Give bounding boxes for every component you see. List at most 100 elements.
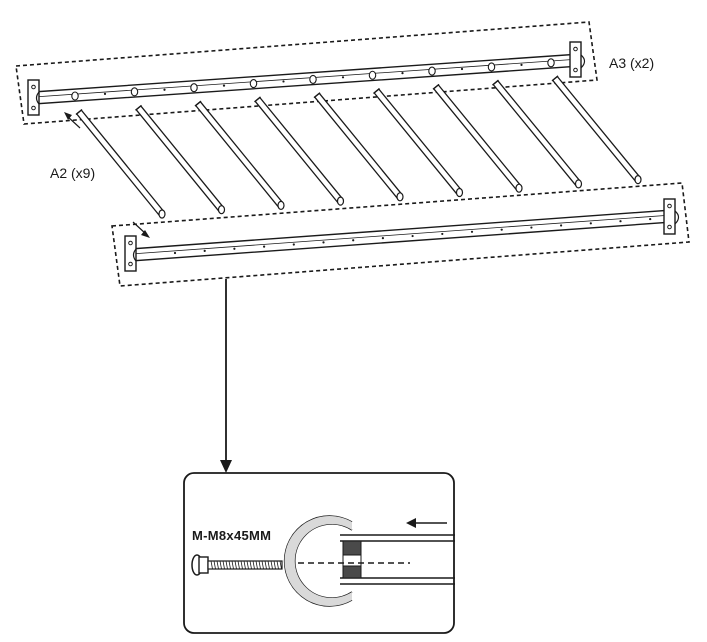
rung: [432, 83, 523, 193]
rung: [551, 75, 642, 185]
rung: [75, 109, 166, 219]
bolt-icon: [191, 554, 283, 576]
top-rail-dot: [520, 63, 523, 66]
top-rail-dot: [282, 80, 285, 83]
bottom-rail-dashed-outline: [111, 182, 690, 287]
bolt-thread: [273, 560, 276, 570]
rung-top-end: [194, 100, 202, 107]
bolt-thread: [258, 560, 261, 570]
top-rail-dot: [460, 67, 464, 71]
rung-bottom-end: [158, 209, 166, 219]
rung-top-end: [75, 109, 83, 115]
top-rail-hole: [190, 83, 198, 93]
top-rail-dot: [222, 84, 226, 87]
bottom-rail-dot: [530, 226, 533, 229]
bolt-thread: [210, 560, 213, 570]
bolt-thread: [228, 560, 231, 570]
bolt-thread: [276, 560, 279, 570]
bottom-rail-bar: [129, 209, 674, 262]
bottom-rail-dot: [500, 228, 503, 231]
bottom-rail-left-bracket: [124, 235, 137, 272]
rung-top-end: [254, 96, 261, 103]
bottom-rail-dot: [292, 243, 295, 246]
rung-bottom-end: [574, 179, 583, 189]
bottom-rail-dot: [441, 232, 444, 236]
bolt-thread: [234, 560, 237, 570]
top-rail-hole: [130, 87, 139, 97]
bolt-thread: [261, 560, 264, 570]
bottom-rail-dot: [470, 230, 474, 233]
bottom-rail-dot: [263, 245, 266, 248]
bolt-thread: [270, 560, 273, 570]
bolt-thread: [222, 560, 225, 570]
bolt-thread: [225, 560, 228, 570]
rung-bottom-end: [336, 196, 345, 206]
rung: [254, 96, 345, 206]
bolt-thread: [267, 560, 270, 570]
bottom-rail-dot: [173, 251, 177, 255]
top-rail-dashed-outline: [15, 21, 598, 125]
bottom-rail-dot: [381, 237, 384, 240]
top-rail-hole: [71, 91, 79, 101]
bottom-rail-dot: [322, 241, 325, 244]
bolt-thread: [240, 560, 243, 570]
rung-top-end: [373, 88, 380, 94]
bolt-thread: [252, 560, 255, 570]
bottom-rail-dot: [352, 239, 355, 242]
rung-top-end: [492, 79, 499, 86]
rung-bottom-end: [455, 187, 464, 198]
top-rail-hole: [428, 66, 436, 76]
bottom-rail-dot: [619, 220, 622, 223]
top-rail-left-bracket: [27, 79, 40, 116]
top-rail-hole: [249, 79, 258, 89]
a2-pointer-arrow-icon: [64, 112, 81, 129]
detail-box: M-M8x45MM: [183, 472, 455, 634]
top-rail-hole: [309, 74, 317, 84]
bolt-threads: [210, 560, 282, 570]
top-rail-hole: [487, 62, 496, 72]
bottom-rail-dot: [233, 247, 236, 250]
rung: [194, 100, 285, 210]
bolt-thread: [219, 560, 222, 570]
top-rail-dot: [341, 76, 345, 79]
top-rail-hole: [547, 58, 555, 68]
arrow-left-icon: [406, 518, 447, 528]
rung-bottom-end: [277, 200, 285, 210]
top-rail-right-bracket: [569, 41, 586, 78]
bottom-rail-dot: [411, 234, 414, 238]
rung-bottom-end: [396, 192, 404, 202]
bolt-thread: [216, 560, 219, 570]
bolt-thread: [237, 560, 240, 570]
rung: [313, 92, 404, 202]
rung-top-end: [551, 75, 559, 82]
bottom-rail-dot: [560, 224, 563, 227]
top-rail-dot: [103, 92, 107, 95]
rung-bottom-end: [515, 183, 523, 193]
bolt-thread: [279, 560, 282, 570]
label-screw: M-M8x45MM: [192, 528, 271, 543]
rung: [492, 79, 583, 189]
bottom-rail-right-bracket: [663, 198, 680, 235]
top-rail-holes: [71, 58, 555, 101]
top-rail-hole: [368, 70, 377, 80]
rung-top-end: [432, 83, 440, 90]
rung-bottom-end: [634, 175, 642, 185]
bottom-rail-dot: [589, 222, 592, 225]
bolt-thread: [231, 560, 234, 570]
bolt-thread: [255, 560, 258, 570]
bolt-thread: [246, 560, 249, 570]
detail-box-frame: [183, 472, 455, 634]
bolt-thread: [213, 560, 216, 570]
top-rail-dot: [401, 72, 404, 75]
bottom-rail-holes: [173, 217, 652, 255]
top-rail-bar: [32, 53, 582, 105]
rungs-group: [75, 75, 642, 219]
threaded-insert: [342, 540, 362, 556]
top-rail-dot: [163, 88, 166, 91]
label-a3: A3 (x2): [609, 55, 654, 71]
top-rail-group: [15, 21, 598, 125]
rung: [373, 88, 464, 198]
tube-detail: [283, 515, 455, 607]
arrow-down-icon: [220, 279, 232, 473]
